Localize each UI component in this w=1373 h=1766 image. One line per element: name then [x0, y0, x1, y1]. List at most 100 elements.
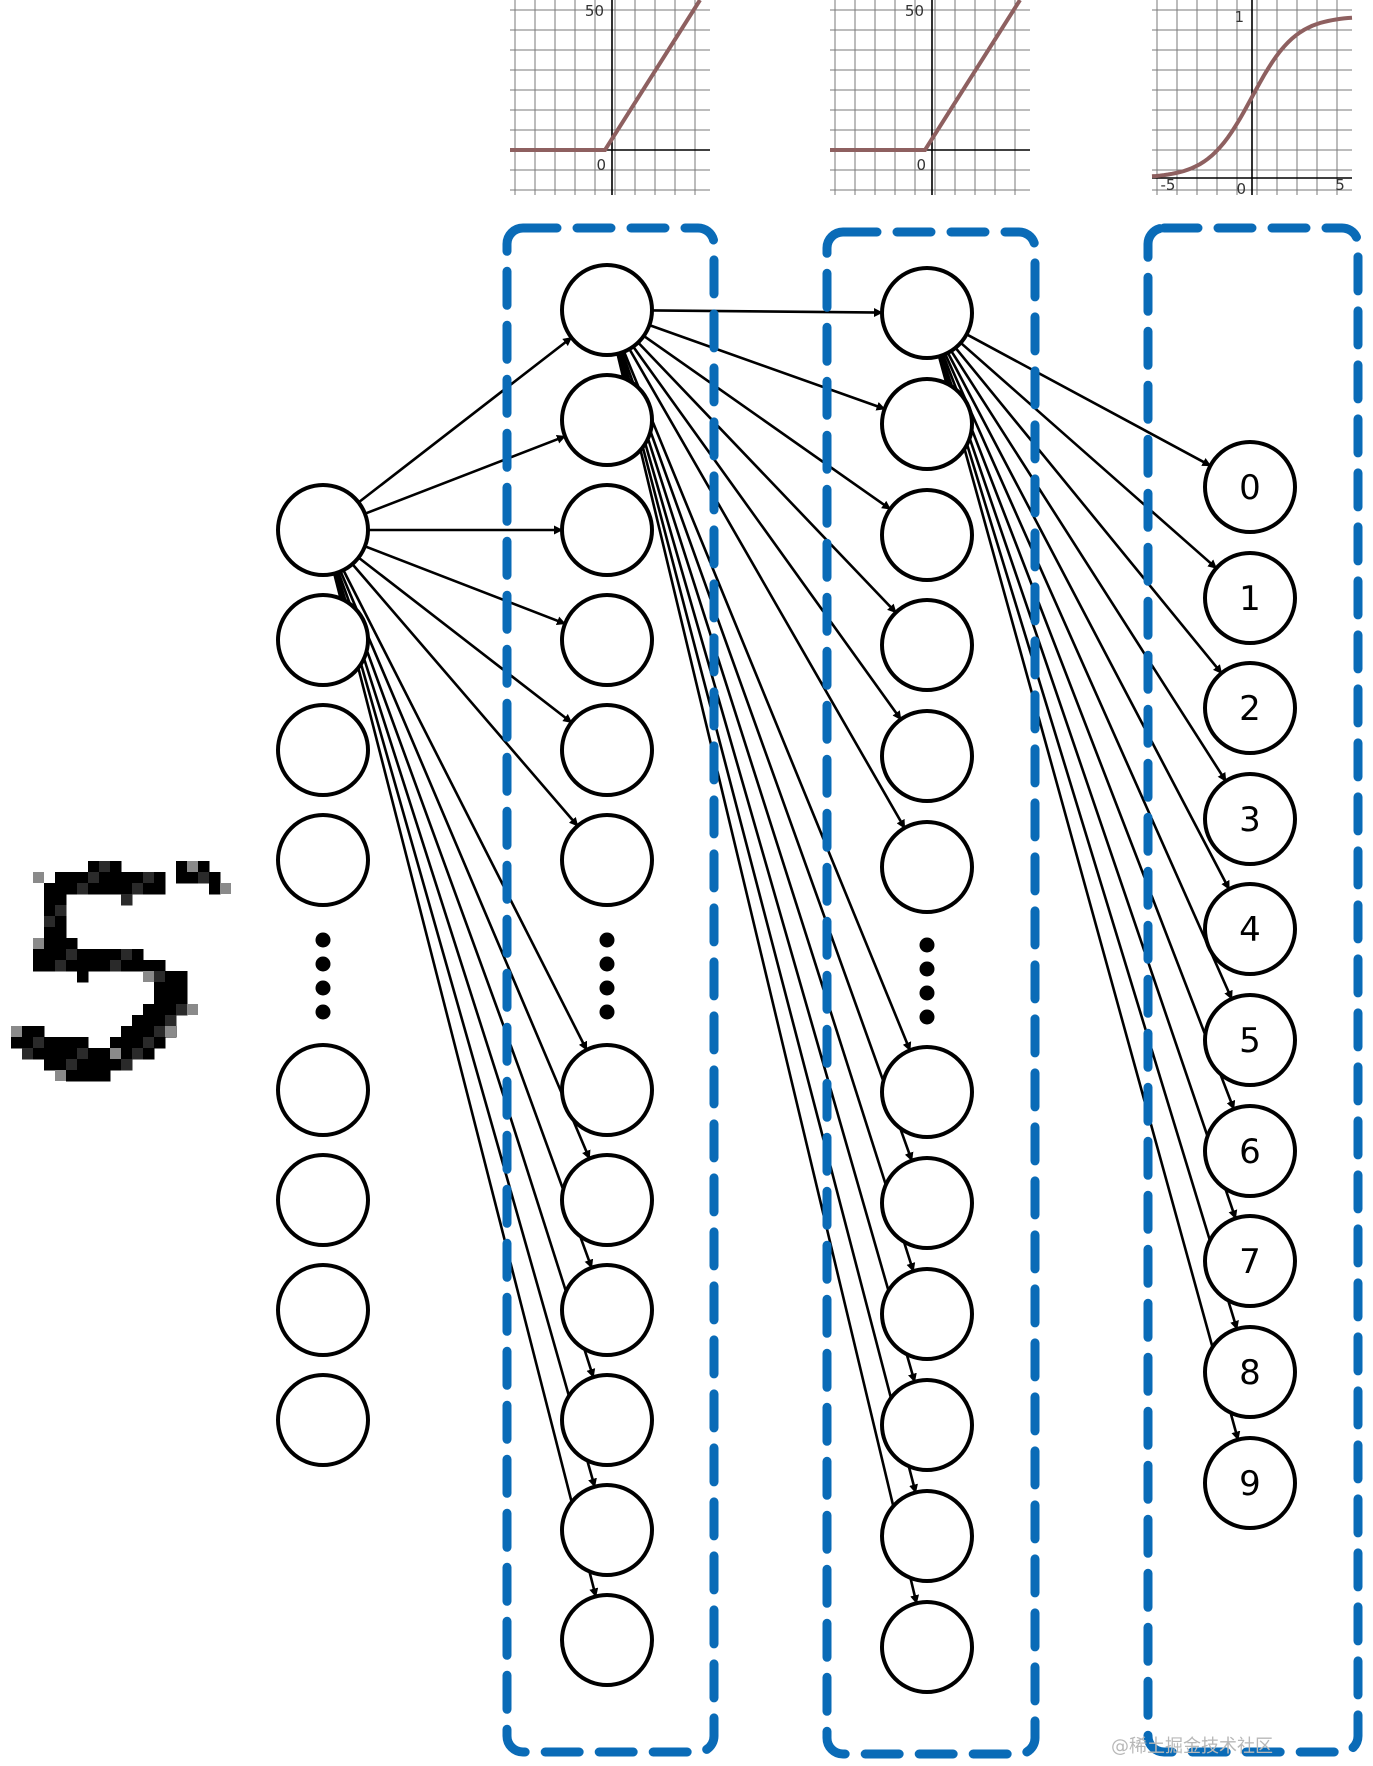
- edge-hidden1-to-hidden2: [632, 345, 902, 721]
- digit-pixel: [154, 1015, 166, 1027]
- digit-pixel: [55, 883, 67, 895]
- digit-pixel: [44, 883, 56, 895]
- hidden1-neuron: [560, 1043, 654, 1137]
- digit-pixel: [110, 872, 122, 884]
- input-neuron: [276, 483, 370, 577]
- digit-pixel: [209, 872, 221, 884]
- digit-pixel: [99, 949, 111, 961]
- digit-pixel: [55, 1037, 67, 1049]
- ellipsis-dot: [315, 980, 331, 996]
- edge-hidden1-to-hidden2: [637, 341, 897, 614]
- digit-pixel: [154, 872, 166, 884]
- hidden1-neuron: [560, 1263, 654, 1357]
- digit-pixel: [44, 949, 56, 961]
- digit-pixel: [77, 1070, 89, 1082]
- hidden1-neuron: [560, 1373, 654, 1467]
- output-neuron: [1203, 1104, 1297, 1198]
- digit-pixel: [99, 1059, 111, 1071]
- edge-hidden2-to-output: [940, 355, 1238, 1220]
- digit-pixel: [143, 971, 154, 982]
- digit-pixel: [198, 872, 210, 884]
- digit-pixel: [99, 960, 111, 972]
- edge-input-to-hidden1: [337, 571, 594, 1269]
- output-label-2: 2: [1239, 689, 1261, 729]
- digit-pixel: [77, 971, 89, 983]
- ellipsis-dot: [599, 980, 615, 996]
- digit-pixel: [77, 1048, 89, 1060]
- edge-hidden2-to-output: [937, 356, 1241, 1441]
- digit-pixel: [121, 894, 133, 906]
- input-neuron: [276, 1043, 370, 1137]
- output-neuron: [1203, 882, 1297, 976]
- edge-hidden1-to-hidden2: [616, 353, 920, 1605]
- output-label-4: 4: [1239, 910, 1261, 950]
- hidden1-neuron: [560, 483, 654, 577]
- ellipsis-dot: [599, 956, 615, 972]
- digit-pixel: [22, 1048, 34, 1060]
- activation-plot-relu: 500: [510, 0, 710, 195]
- hidden2-neuron: [880, 709, 974, 803]
- digit-pixel: [99, 883, 111, 895]
- hidden1-neuron: [560, 593, 654, 687]
- digit-pixel: [143, 1004, 155, 1016]
- edge-hidden2-to-output: [944, 353, 1233, 1000]
- digit-pixel: [44, 905, 56, 917]
- digit-pixel: [121, 960, 133, 972]
- digit-pixel: [44, 916, 56, 928]
- edge-input-to-hidden1: [364, 545, 566, 626]
- digit-pixel: [99, 872, 111, 884]
- output-label-8: 8: [1239, 1353, 1261, 1393]
- edge-hidden1-to-hidden2: [628, 348, 906, 829]
- hidden1-neuron: [560, 1483, 654, 1577]
- digit-pixel: [154, 982, 166, 994]
- digit-pixel: [110, 861, 122, 873]
- digit-pixel: [132, 1015, 144, 1027]
- digit-pixel: [165, 982, 177, 994]
- digit-pixel: [88, 883, 100, 895]
- digit-pixel: [11, 1026, 22, 1037]
- edge-hidden2-to-output: [946, 352, 1231, 890]
- digit-pixel: [165, 1015, 177, 1027]
- output-label-6: 6: [1239, 1132, 1261, 1172]
- digit-pixel: [132, 1048, 144, 1060]
- edge-hidden2-to-output: [965, 333, 1212, 467]
- digit-pixel: [132, 949, 144, 961]
- digit-pixel: [66, 1059, 78, 1071]
- digit-pixel: [187, 861, 198, 872]
- digit-pixel: [110, 883, 122, 895]
- digit-pixel: [99, 861, 111, 873]
- digit-pixel: [121, 883, 133, 895]
- digit-pixel: [143, 1026, 155, 1038]
- digit-pixel: [66, 960, 78, 972]
- tick-label-left: -5: [1161, 176, 1176, 194]
- output-label-0: 0: [1239, 468, 1261, 508]
- ellipsis-dot: [599, 1004, 615, 1020]
- ellipsis-dot: [919, 1009, 935, 1025]
- digit-pixel: [66, 938, 78, 950]
- hidden1-neuron: [560, 1153, 654, 1247]
- digit-pixel: [176, 861, 188, 873]
- output-label-9: 9: [1239, 1464, 1261, 1504]
- ellipsis-dot: [919, 985, 935, 1001]
- output-label-5: 5: [1239, 1021, 1261, 1061]
- output-neuron: [1203, 1325, 1297, 1419]
- edge-hidden1-to-hidden2: [622, 351, 912, 1052]
- digit-pixel: [55, 894, 67, 906]
- digit-pixel: [55, 938, 67, 950]
- tick-label-top: 1: [1234, 8, 1244, 26]
- digit-pixel: [154, 1026, 166, 1038]
- tick-label-right: 5: [1335, 176, 1345, 194]
- digit-pixel: [143, 1037, 155, 1049]
- digit-pixel: [154, 960, 166, 972]
- layer-box-2: [822, 227, 1040, 1759]
- input-neuron: [276, 1263, 370, 1357]
- edge-hidden1-to-hidden2: [648, 323, 886, 411]
- output-label-3: 3: [1239, 800, 1261, 840]
- layer-boxes: [502, 223, 1363, 1759]
- digit-pixel: [154, 1037, 166, 1049]
- output-neuron: [1203, 551, 1297, 645]
- digit-pixel: [165, 1004, 177, 1016]
- edge-input-to-hidden1: [357, 336, 573, 504]
